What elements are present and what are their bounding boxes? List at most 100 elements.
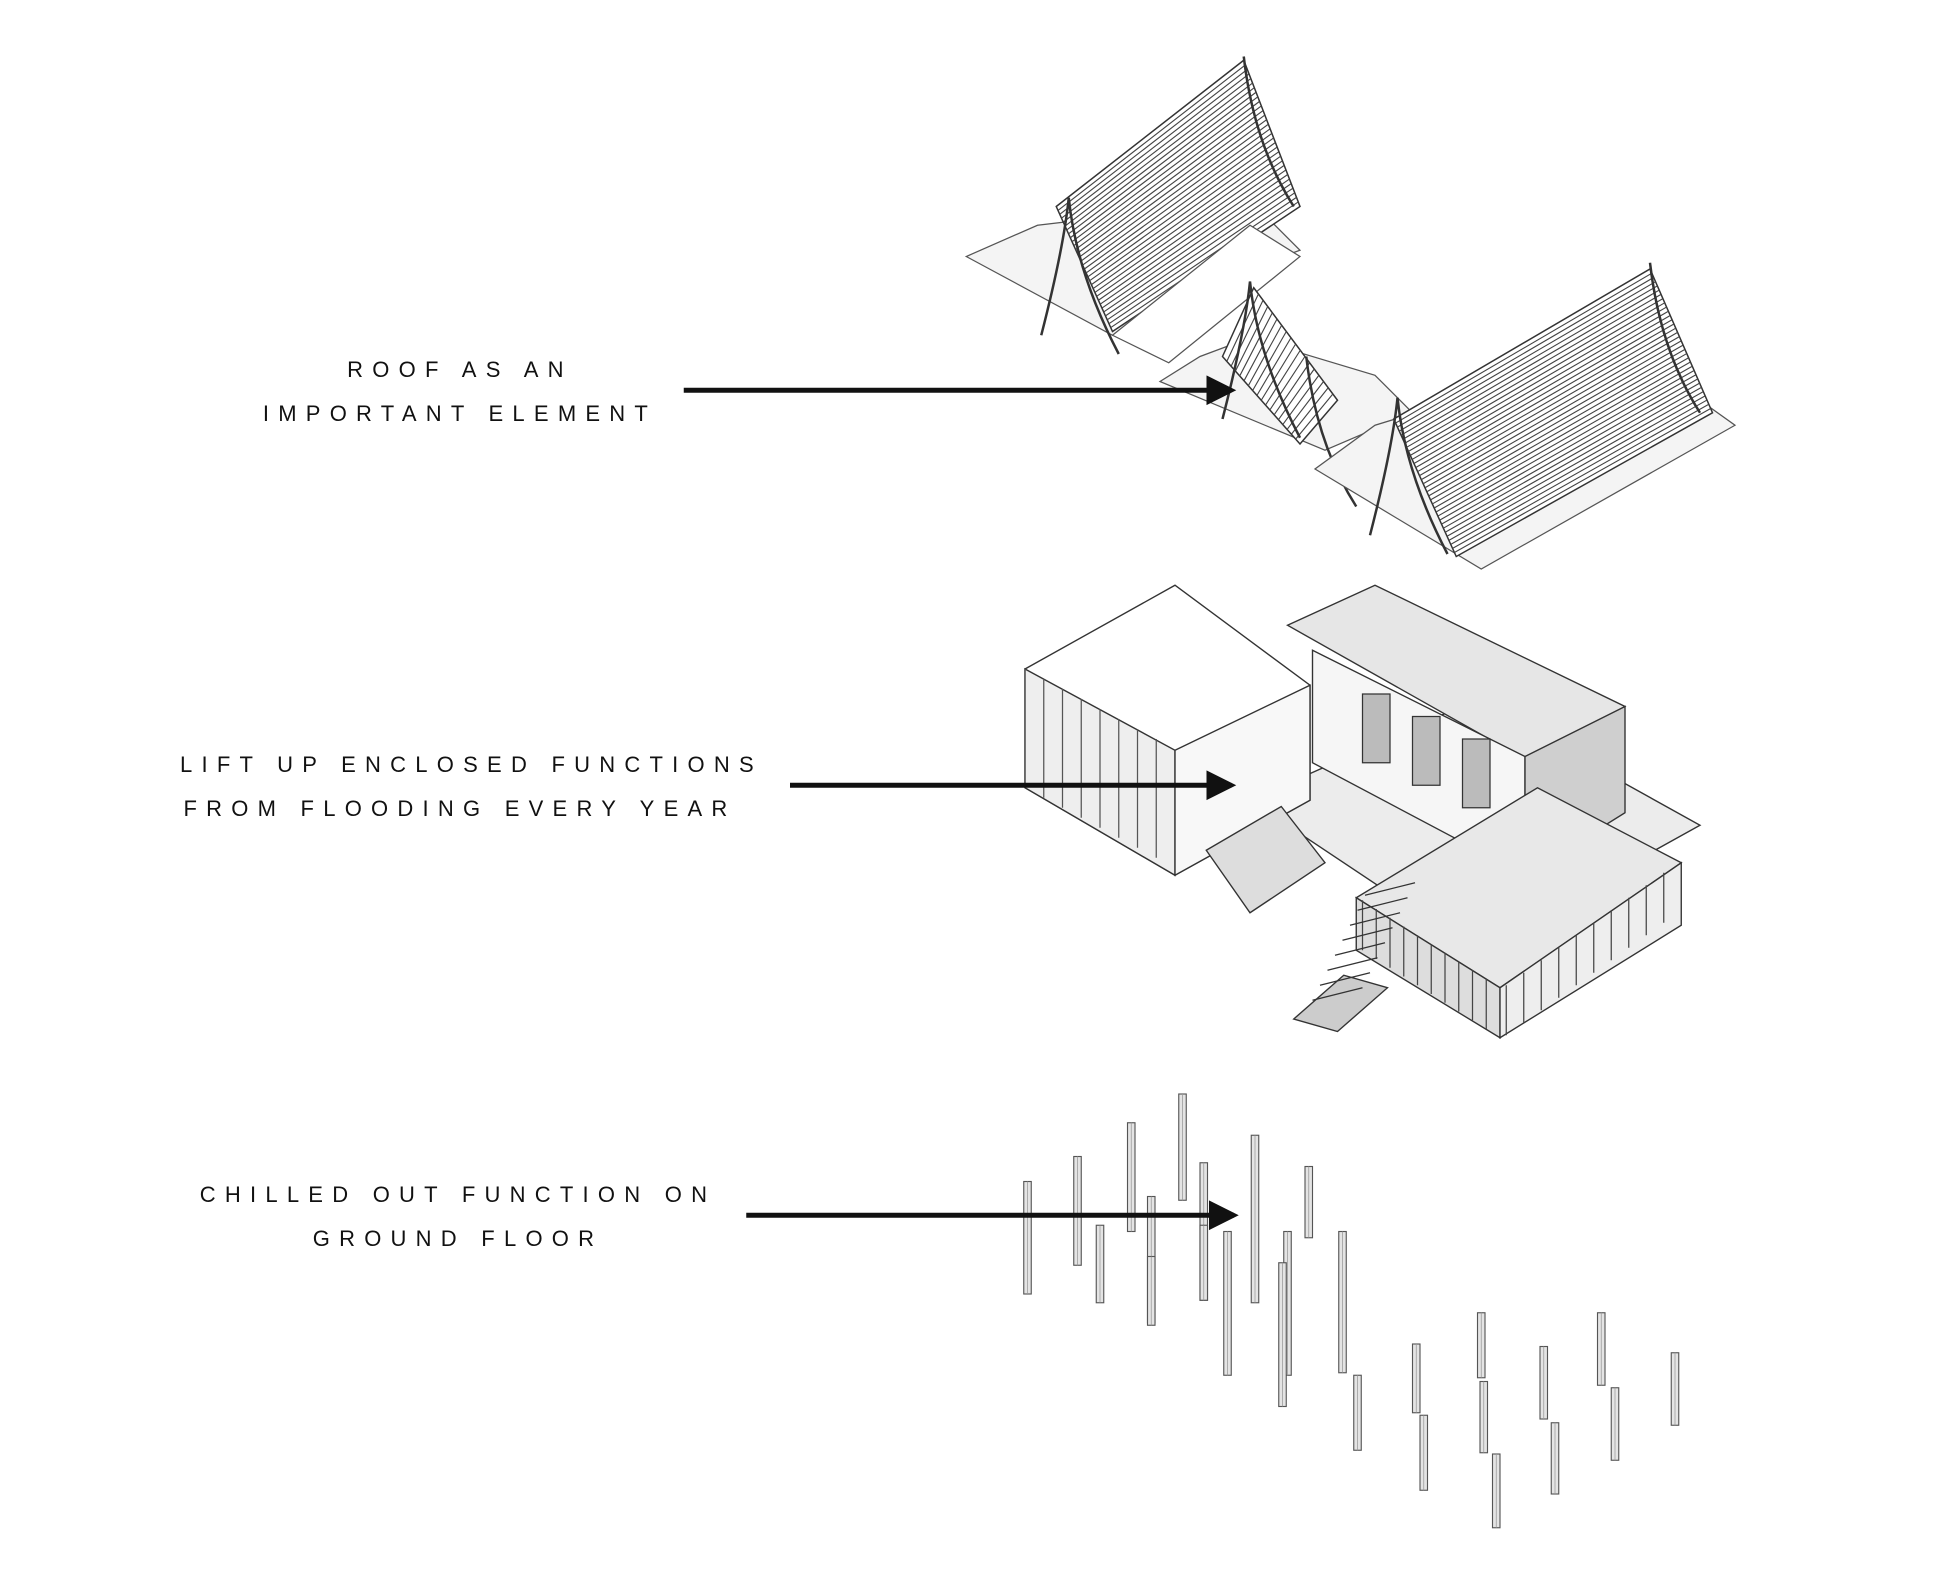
roof-tile-line: [1452, 403, 1710, 549]
roof-tile-line: [1437, 369, 1695, 517]
roof-tile-line: [1404, 293, 1662, 444]
gable-finial: [1305, 356, 1358, 508]
roof-tile-line: [1243, 318, 1278, 382]
roof-tile-line: [1265, 349, 1301, 406]
bench: [1205, 805, 1326, 914]
roof-tile-line: [1446, 391, 1704, 537]
roof-small: [1158, 281, 1414, 508]
roof-tile-line: [1419, 327, 1677, 477]
ground-post: [1596, 1312, 1606, 1386]
window: [1361, 693, 1391, 764]
roof-tile-line: [1432, 357, 1689, 505]
roof-tile-line: [1410, 306, 1667, 456]
front-room-side: [1499, 861, 1682, 1039]
annotation-line: GROUND FLOOR: [312, 1226, 604, 1251]
roof-tile-line: [1424, 340, 1682, 489]
roof-tile-line: [1398, 281, 1656, 432]
roof-tile-line: [1397, 276, 1654, 428]
enclosed-functions-layer: [1024, 584, 1702, 1039]
roof-tile-line: [1064, 82, 1253, 227]
roof-tile-line: [1435, 365, 1693, 513]
ground-post: [1146, 1255, 1156, 1326]
ground-post: [1223, 1230, 1232, 1376]
ground-post: [1023, 1180, 1032, 1295]
roof-tile-line: [1448, 395, 1706, 541]
ground-floor-posts-layer: [1023, 1093, 1680, 1529]
annotation-line: FROM FLOODING EVERY YEAR: [183, 796, 737, 821]
roof-tile-line: [1430, 353, 1688, 501]
roof-tile-line: [1092, 155, 1281, 289]
ground-post: [1491, 1453, 1501, 1529]
ground-post: [1199, 1224, 1209, 1301]
ground-post: [1479, 1380, 1489, 1454]
stair-tread: [1349, 912, 1401, 926]
stair-tread: [1319, 972, 1371, 986]
ground-post: [1476, 1312, 1486, 1379]
annotation-line: IMPORTANT ELEMENT: [262, 401, 658, 426]
roof-tile-line: [1426, 344, 1684, 493]
roof-tile-line: [1084, 132, 1273, 270]
ground-post: [1550, 1422, 1560, 1495]
roof-tile-line: [1439, 374, 1697, 521]
gable-finial: [1368, 397, 1449, 555]
roof-tile-line: [1059, 68, 1248, 215]
roof-tile-line: [1413, 315, 1671, 464]
roof-tile-line: [1443, 382, 1700, 529]
stair-tread: [1334, 942, 1386, 956]
roof-tile-line: [1411, 310, 1669, 460]
ground-post: [1095, 1224, 1105, 1304]
roof-tile-line: [1421, 331, 1678, 481]
ground-post: [1353, 1374, 1362, 1451]
roof-tile-line: [1290, 387, 1329, 435]
roof-tile-line: [1269, 356, 1306, 411]
roof-tile-line: [1073, 105, 1262, 247]
left-frame-wall-side: [1174, 684, 1311, 877]
ground-post: [1338, 1230, 1347, 1374]
roof-right: [1313, 262, 1737, 570]
roof-tile-line: [1406, 298, 1664, 448]
roof-tile-line: [1066, 87, 1255, 231]
roof-tile-line: [1094, 160, 1283, 293]
roof-tile-line: [1422, 336, 1680, 485]
ground-post: [1539, 1345, 1549, 1420]
roof-tile-line: [1395, 272, 1653, 424]
stair-landing: [1292, 974, 1389, 1033]
roof-tile-line: [1057, 64, 1246, 211]
roof-tile-line: [1400, 285, 1658, 436]
ground-post: [1419, 1414, 1429, 1491]
roof-tile-line: [1082, 128, 1271, 266]
roof-tile-line: [1402, 289, 1660, 440]
ground-post: [1278, 1262, 1287, 1408]
roof-slope: [1221, 286, 1339, 446]
ground-post: [1304, 1165, 1314, 1239]
gable-finial: [1221, 281, 1302, 439]
roof-tile-line: [1441, 378, 1699, 525]
roof-tile-line: [1062, 78, 1252, 223]
annotation-enclosed-functions: LIFT UP ENCLOSED FUNCTIONS FROM FLOODING…: [180, 743, 754, 831]
roof-tile-line: [1103, 183, 1292, 313]
roof-layer: [964, 56, 1737, 570]
roof-main: [964, 56, 1302, 355]
roof-tile-line: [1417, 323, 1675, 473]
ground-post: [1178, 1093, 1187, 1201]
roof-tile-line: [1239, 312, 1273, 377]
roof-tile-line: [1260, 343, 1297, 401]
annotation-ground-floor: CHILLED OUT FUNCTION ON GROUND FLOOR: [178, 1173, 738, 1261]
roof-tile-line: [1085, 137, 1274, 274]
roof-tile-line: [1075, 110, 1264, 250]
roof-tile-line: [1408, 302, 1665, 452]
roof-tile-line: [1069, 96, 1259, 239]
roof-tile-line: [1295, 393, 1334, 440]
ground-post: [1670, 1352, 1680, 1426]
roof-tile-line: [1080, 123, 1269, 262]
stair-tread: [1364, 882, 1416, 896]
roof-tile-line: [1068, 91, 1257, 235]
roof-tile-line: [1415, 319, 1673, 469]
roof-tile-line: [1105, 187, 1294, 317]
roof-tile-line: [1098, 169, 1287, 301]
stair-tread: [1312, 987, 1363, 1001]
roof-tile-line: [1444, 386, 1702, 533]
ground-post: [1610, 1387, 1620, 1461]
